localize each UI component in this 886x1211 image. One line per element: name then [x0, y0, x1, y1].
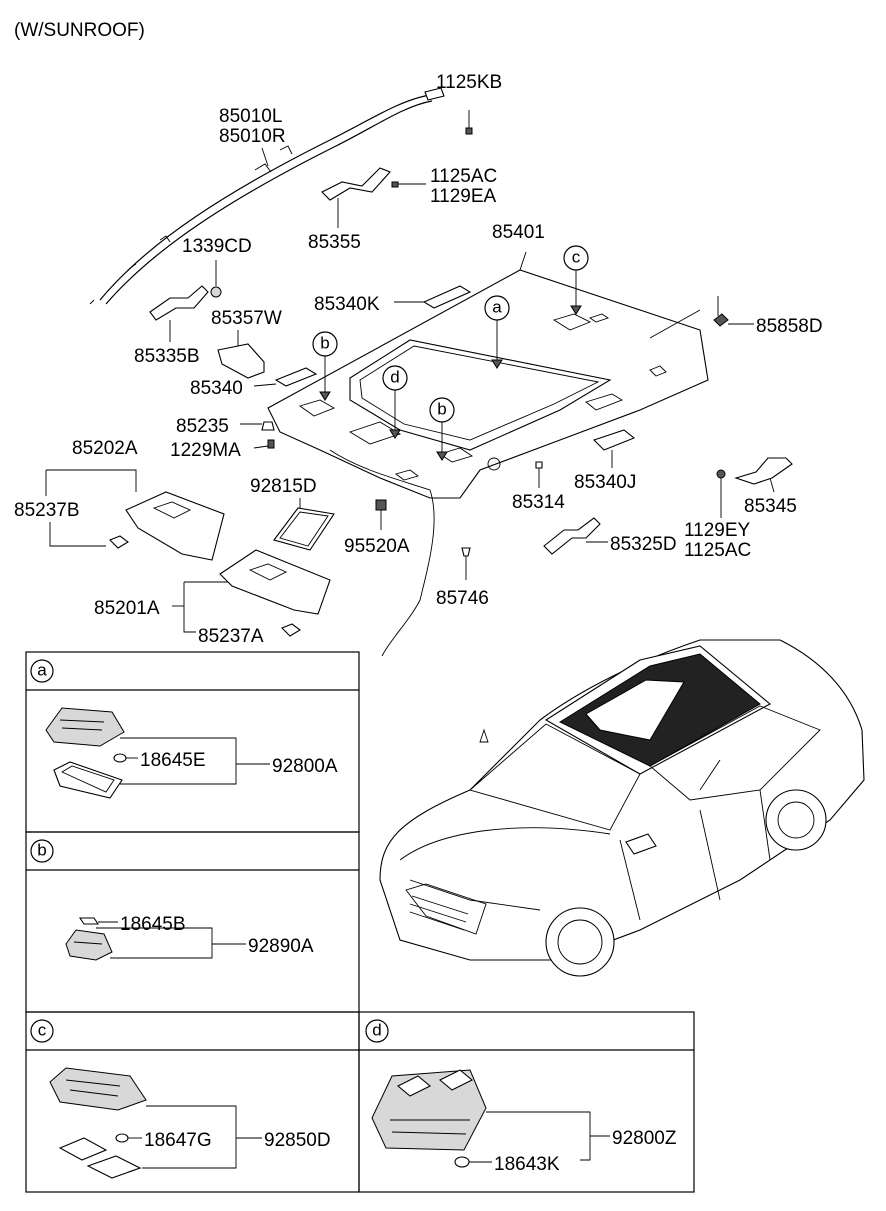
label-85340: 85340	[190, 378, 243, 399]
svg-text:d: d	[390, 368, 399, 387]
label-1339CD: 1339CD	[182, 236, 252, 257]
variant-label: (W/SUNROOF)	[14, 20, 145, 41]
label-95520A: 95520A	[344, 536, 410, 557]
grip-85340-drawing	[274, 367, 318, 387]
clip-1339CD-icon	[210, 260, 222, 298]
detail-box-b: b 18645B 92890A	[25, 831, 360, 1013]
label-85345: 85345	[744, 496, 797, 517]
callout-b-main-right: b	[429, 397, 455, 461]
clip-85746-icon	[461, 547, 471, 557]
label-18645B: 18645B	[120, 914, 186, 935]
label-85335B: 85335B	[134, 346, 200, 367]
label-85237A: 85237A	[198, 626, 264, 647]
detail-box-a: a 18645E 92800A	[25, 651, 360, 833]
detail-c-callout: c	[38, 1021, 47, 1040]
bulb-18647G-icon	[115, 1133, 129, 1143]
pad-85357W-drawing	[217, 343, 265, 379]
label-85355: 85355	[308, 232, 361, 253]
svg-text:b: b	[320, 334, 329, 353]
bracket-85345-drawing	[734, 457, 793, 485]
label-85746: 85746	[436, 588, 489, 609]
bulb-18645B-icon	[78, 917, 100, 925]
label-18647G: 18647G	[144, 1130, 212, 1151]
vanity-lamp-92850D-drawing	[49, 1067, 147, 1179]
bracket-85335B-drawing	[149, 285, 209, 321]
label-85357W: 85357W	[211, 308, 282, 329]
detail-b-callout: b	[37, 841, 46, 860]
label-1125AC-bottom: 1125AC	[684, 540, 751, 561]
bolt-1125KB-icon	[465, 110, 473, 135]
bulb-18643K-icon	[454, 1156, 470, 1168]
detail-d-callout: d	[372, 1021, 381, 1040]
holder-85237B-icon	[109, 535, 129, 549]
bracket-85355-drawing	[321, 167, 399, 201]
label-85325D: 85325D	[610, 534, 677, 555]
svg-text:c: c	[572, 248, 581, 267]
sunvisor-85201A-drawing	[219, 549, 331, 615]
lamp-cover-92815D-drawing	[273, 507, 335, 551]
detail-box-d: d 18643K 92800Z	[358, 1011, 695, 1193]
callout-a-main: a	[484, 295, 510, 369]
bracket-85325D-drawing	[543, 517, 601, 555]
label-92815D: 92815D	[250, 476, 317, 497]
connector-95520A-icon	[375, 499, 387, 511]
label-85401: 85401	[492, 222, 545, 243]
car-illustration	[379, 639, 865, 977]
label-92800A: 92800A	[272, 756, 338, 777]
clip-85858D-icon	[713, 296, 729, 327]
label-92890A: 92890A	[248, 936, 314, 957]
overhead-console-92800Z-drawing	[371, 1069, 487, 1151]
room-lamp-92890A-drawing	[65, 929, 113, 961]
label-18645E: 18645E	[140, 750, 206, 771]
label-85010R: 85010R	[219, 126, 286, 147]
label-85340J: 85340J	[574, 472, 636, 493]
headliner-85401-drawing	[267, 251, 709, 657]
label-85237B: 85237B	[14, 500, 80, 521]
screw-1229MA-icon	[267, 439, 275, 449]
curtain-airbag-drawing	[89, 87, 445, 305]
grip-85340K-drawing	[422, 285, 472, 309]
label-92850D: 92850D	[264, 1130, 331, 1151]
callout-d-main: d	[382, 365, 408, 439]
label-1129EY: 1129EY	[684, 520, 751, 541]
bulb-18645E-icon	[113, 753, 127, 763]
callout-b-main-left: b	[312, 331, 338, 401]
label-85858D: 85858D	[756, 316, 823, 337]
label-1229MA: 1229MA	[170, 440, 241, 461]
label-85010L: 85010L	[219, 106, 282, 127]
label-1125KB: 1125KB	[436, 72, 502, 93]
svg-text:a: a	[492, 298, 502, 317]
grip-85340J-drawing	[592, 429, 636, 451]
sunvisor-85202A-drawing	[125, 491, 225, 561]
detail-box-c: c 18647G 92850D	[25, 1011, 360, 1193]
label-85202A: 85202A	[72, 438, 138, 459]
label-85201A: 85201A	[94, 598, 160, 619]
label-92800Z: 92800Z	[612, 1128, 677, 1149]
label-1125AC-top: 1125AC	[430, 166, 497, 187]
map-lamp-92800A-drawing	[45, 707, 125, 799]
label-85314: 85314	[512, 492, 565, 513]
holder-85237A-icon	[281, 623, 301, 637]
label-1129EA: 1129EA	[430, 186, 497, 207]
label-85235: 85235	[176, 416, 229, 437]
label-18643K: 18643K	[494, 1154, 560, 1175]
label-85340K: 85340K	[314, 294, 380, 315]
svg-text:b: b	[437, 400, 446, 419]
clip-85314-icon	[535, 461, 543, 469]
callout-c-main: c	[563, 245, 589, 315]
bolt-1129EY-icon	[716, 469, 726, 479]
detail-a-callout: a	[37, 661, 47, 680]
clip-85235-icon	[261, 421, 275, 431]
